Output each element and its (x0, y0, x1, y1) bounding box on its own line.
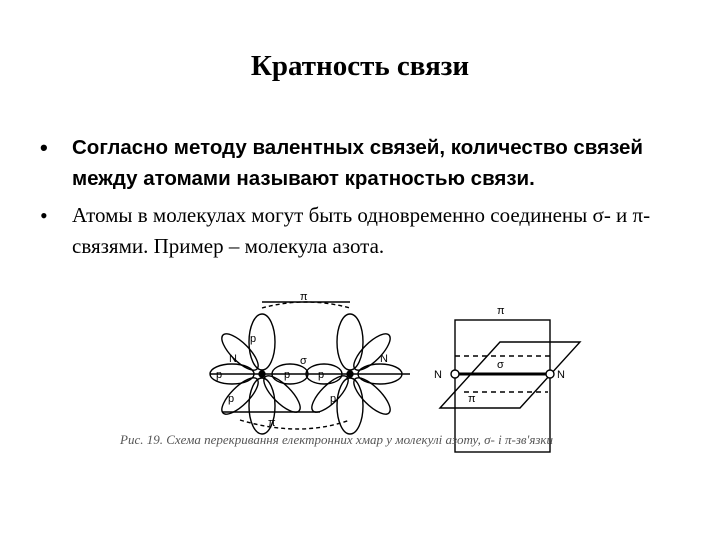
right-diagram-labels: π σ π N N (434, 305, 565, 405)
orbital-lobe (263, 375, 301, 413)
label-sigma: σ (497, 359, 504, 371)
right-plane-diagram (438, 319, 582, 453)
pi-overlap-bottom (239, 419, 351, 430)
bullet-symbol: • (40, 135, 48, 160)
orbital-lobe (209, 363, 255, 385)
nucleus-right (346, 370, 354, 378)
bullet-item-1: • Согласно методу валентных связей, коли… (40, 132, 680, 194)
orbital-lobe (311, 375, 349, 413)
label-sigma: σ (300, 355, 307, 367)
vertical-plane (454, 319, 551, 453)
label-p: p (318, 369, 324, 381)
bullet-item-2: • Атомы в молекулах могут быть одновреме… (40, 200, 680, 262)
orbital-lobe (271, 363, 309, 385)
horizontal-plane (438, 341, 582, 409)
label-pi: π (268, 417, 276, 429)
label-n: N (557, 369, 565, 381)
orbital-lobe (336, 313, 364, 371)
orbital-lobe (353, 377, 391, 415)
orbital-lobe (305, 363, 343, 385)
bullet-symbol: • (40, 203, 48, 228)
orbital-overlap-figure: π π σ N N p p p p p p π σ (209, 291, 582, 453)
label-pi: π (468, 393, 476, 405)
atom-n-left (450, 369, 460, 379)
orbital-lobe (357, 363, 403, 385)
label-n: N (380, 353, 388, 365)
label-n: N (434, 369, 442, 381)
orbital-lobe (221, 333, 259, 371)
orbital-lobe (248, 377, 276, 435)
label-p: p (216, 369, 222, 381)
bullet-list: • Согласно методу валентных связей, коли… (40, 132, 680, 262)
orbital-lobe (221, 377, 259, 415)
orbital-lobe (248, 313, 276, 371)
left-orbital-diagram (209, 301, 410, 435)
orbital-lobe (336, 377, 364, 435)
atom-n-right (545, 369, 555, 379)
label-p: p (284, 369, 290, 381)
nucleus-left (258, 370, 266, 378)
left-diagram-labels: π π σ N N p p p p p p (216, 291, 388, 429)
label-p: p (250, 333, 256, 345)
label-p: p (228, 393, 234, 405)
slide-title: Кратность связи (250, 50, 470, 82)
bullet-text-1: Согласно методу валентных связей, количе… (72, 136, 644, 190)
orbital-lobe (353, 333, 391, 371)
label-n: N (229, 353, 237, 365)
label-pi: π (497, 305, 505, 317)
label-p: p (330, 393, 336, 405)
label-pi: π (300, 291, 308, 303)
bullet-text-2: Атомы в молекулах могут быть одновременн… (72, 203, 651, 258)
figure-caption: Рис. 19. Схема перекривання електронних … (120, 432, 554, 447)
